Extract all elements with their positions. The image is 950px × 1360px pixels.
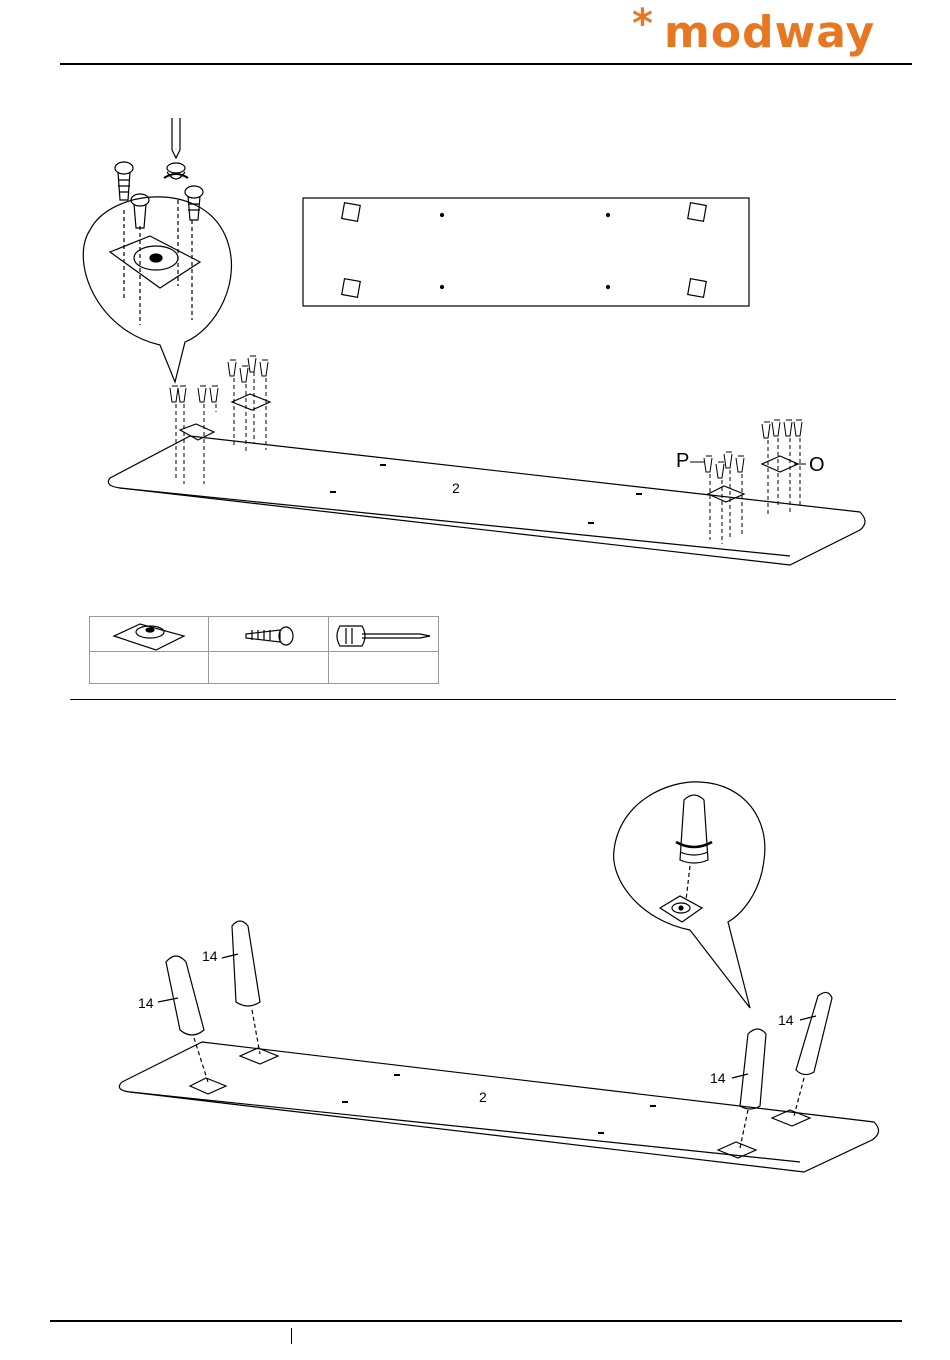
board-top-view: [303, 198, 749, 306]
leg-label: 14: [138, 995, 154, 1011]
step-divider: [70, 699, 896, 700]
screwdriver-drawing: [164, 118, 188, 179]
zoom-callout: [83, 197, 231, 382]
plates-step1: [180, 394, 798, 502]
parts-cell-screwdriver: [329, 617, 438, 683]
screws-step1: [170, 356, 806, 544]
parts-cell-plate: [90, 617, 209, 683]
footer-separator: [291, 1328, 292, 1344]
board-label-step2: 2: [479, 1089, 487, 1105]
board-label-step1: 2: [452, 480, 460, 496]
leg-label: 14: [202, 948, 218, 964]
callout-label-p: P: [676, 450, 689, 473]
footer-divider: [50, 1320, 902, 1322]
callout-label-o: O: [809, 454, 825, 477]
leg-label: 14: [710, 1070, 726, 1086]
board-step2: [119, 1042, 878, 1172]
zoom-plate: [110, 200, 200, 325]
legs-step2: [158, 921, 832, 1148]
leg-label: 14: [778, 1012, 794, 1028]
zoom-callout-2: [614, 782, 765, 1008]
zoom-screws: [115, 162, 203, 228]
parts-divider: [90, 651, 438, 652]
board-step1: [108, 436, 865, 565]
parts-cell-screw: [209, 617, 329, 683]
zoom-leg: [660, 795, 712, 922]
parts-table: [89, 616, 439, 684]
